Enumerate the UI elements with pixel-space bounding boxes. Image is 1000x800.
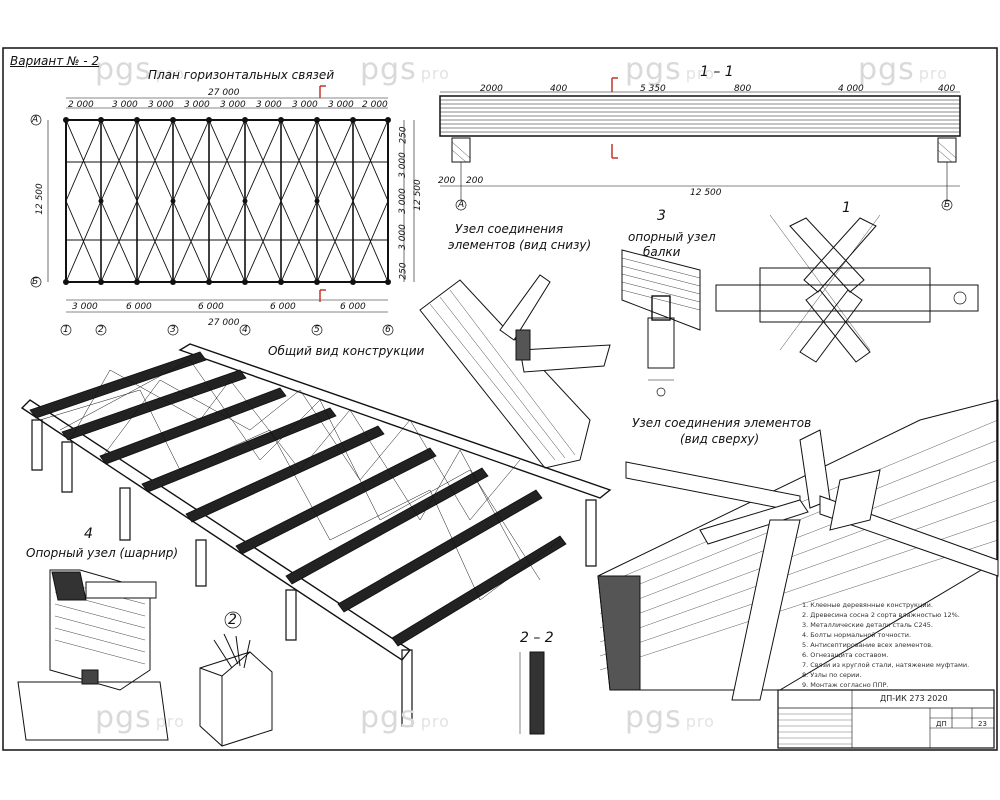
axis-label: А: [32, 115, 39, 125]
section-dim: 400: [938, 84, 956, 94]
note-line: 6. Огнезащита составом.: [802, 651, 889, 659]
plan-right-dim: 3 000: [397, 188, 408, 214]
axis-label: 3: [170, 325, 176, 335]
note-line: 8. Узлы по серии.: [802, 671, 862, 679]
top-view-title-1: Узел соединения элементов: [632, 416, 812, 430]
top-view-title-2: (вид сверху): [680, 432, 760, 446]
node-4-number: 4: [84, 526, 93, 542]
plan-bottom-dim: 6 000: [270, 302, 296, 312]
section-axis: Б: [944, 200, 951, 210]
plan-top-dim: 3 000: [220, 100, 246, 110]
plan-top-dim: 2 000: [68, 100, 94, 110]
section-2-2-title: 2 – 2: [520, 630, 554, 646]
sheet-frame: [2, 47, 998, 751]
bottom-view-node: [419, 274, 611, 469]
plan-top-dim: 3 000: [112, 100, 138, 110]
bottom-view-title-1: Узел соединения: [455, 222, 564, 236]
general-notes: 1. Клееные деревянные конструкции. 2. Др…: [802, 600, 992, 690]
section-2-2-drawing: [519, 651, 545, 735]
note-line: 4. Болты нормальной точности.: [802, 631, 912, 639]
section-axis: А: [458, 200, 465, 210]
node-3-drawing: [621, 249, 701, 397]
plan-right-dim: 3 000: [397, 152, 408, 178]
stamp-code: ДП-ИК 273 2020: [880, 694, 948, 703]
axis-label: 4: [242, 325, 248, 335]
section-1-1-title: 1 – 1: [700, 64, 734, 80]
general-view-structure: [20, 343, 612, 727]
axis-label: 2: [98, 325, 104, 335]
plan-title: План горизонтальных связей: [148, 68, 335, 82]
section-overall: 12 500: [690, 188, 722, 198]
note-line: 3. Металлические детали сталь С245.: [802, 621, 933, 629]
node-1-number: 1: [842, 200, 851, 216]
axis-label: 6: [385, 325, 391, 335]
bottom-view-title-2: элементов (вид снизу): [448, 238, 592, 252]
plan-overall-width: 12 500: [34, 183, 45, 215]
plan-right-overall: 12 500: [412, 179, 423, 211]
section-dim: 2000: [480, 84, 503, 94]
plan-top-dim: 3 000: [148, 100, 174, 110]
axis-label: Б: [32, 277, 39, 287]
section-1-1: [439, 77, 961, 211]
plan-top-dim: 3 000: [328, 100, 354, 110]
stamp-stage: ДП: [936, 720, 947, 728]
node-2-number: 2: [228, 612, 237, 628]
plan-top-dim: 3 000: [292, 100, 318, 110]
section-base-dim: 200: [438, 176, 456, 186]
section-dim: 800: [734, 84, 752, 94]
note-line: 9. Монтаж согласно ППР.: [802, 681, 889, 689]
note-line: 2. Древесина сосна 2 сорта влажностью 12…: [802, 611, 960, 619]
title-block: [777, 689, 995, 749]
stamp-sheet-no: 23: [978, 720, 987, 728]
plan-view: [30, 85, 415, 336]
node-4-drawing: [17, 569, 169, 741]
note-line: 7. Связи из круглой стали, натяжение муф…: [802, 661, 970, 669]
plan-right-dim: 250: [398, 126, 409, 144]
node-3-caption-1: опорный узел: [628, 230, 716, 244]
plan-top-dim: 3 000: [184, 100, 210, 110]
note-line: 5. Антисептирование всех элементов.: [802, 641, 934, 649]
axis-label: 5: [314, 325, 320, 335]
plan-top-dim: 3 000: [256, 100, 282, 110]
plan-bottom-dim: 6 000: [340, 302, 366, 312]
plan-top-dim: 2 000: [362, 100, 388, 110]
variant-label: Вариант № - 2: [10, 54, 100, 68]
node-1-drawing: [715, 214, 979, 363]
plan-bottom-dim: 6 000: [198, 302, 224, 312]
plan-right-dim: 3 000: [397, 224, 408, 250]
plan-overall-length-bottom: 27 000: [208, 318, 240, 328]
plan-bottom-dim: 6 000: [126, 302, 152, 312]
general-view-title: Общий вид конструкции: [268, 344, 425, 358]
section-dim: 400: [550, 84, 568, 94]
section-dim: 4 000: [838, 84, 864, 94]
node-4-caption: Опорный узел (шарнир): [26, 546, 179, 560]
node-3-caption-2: балки: [643, 245, 681, 259]
node-2-drawing: [199, 611, 273, 747]
top-view-node: [597, 399, 999, 701]
plan-bottom-dim: 3 000: [72, 302, 98, 312]
note-line: 1. Клееные деревянные конструкции.: [802, 601, 933, 609]
section-base-dim: 200: [466, 176, 484, 186]
plan-overall-length: 27 000: [208, 88, 240, 98]
section-dim: 5 350: [640, 84, 666, 94]
plan-right-dim: 250: [398, 262, 409, 280]
axis-label: 1: [63, 325, 69, 335]
node-3-number: 3: [657, 208, 666, 224]
